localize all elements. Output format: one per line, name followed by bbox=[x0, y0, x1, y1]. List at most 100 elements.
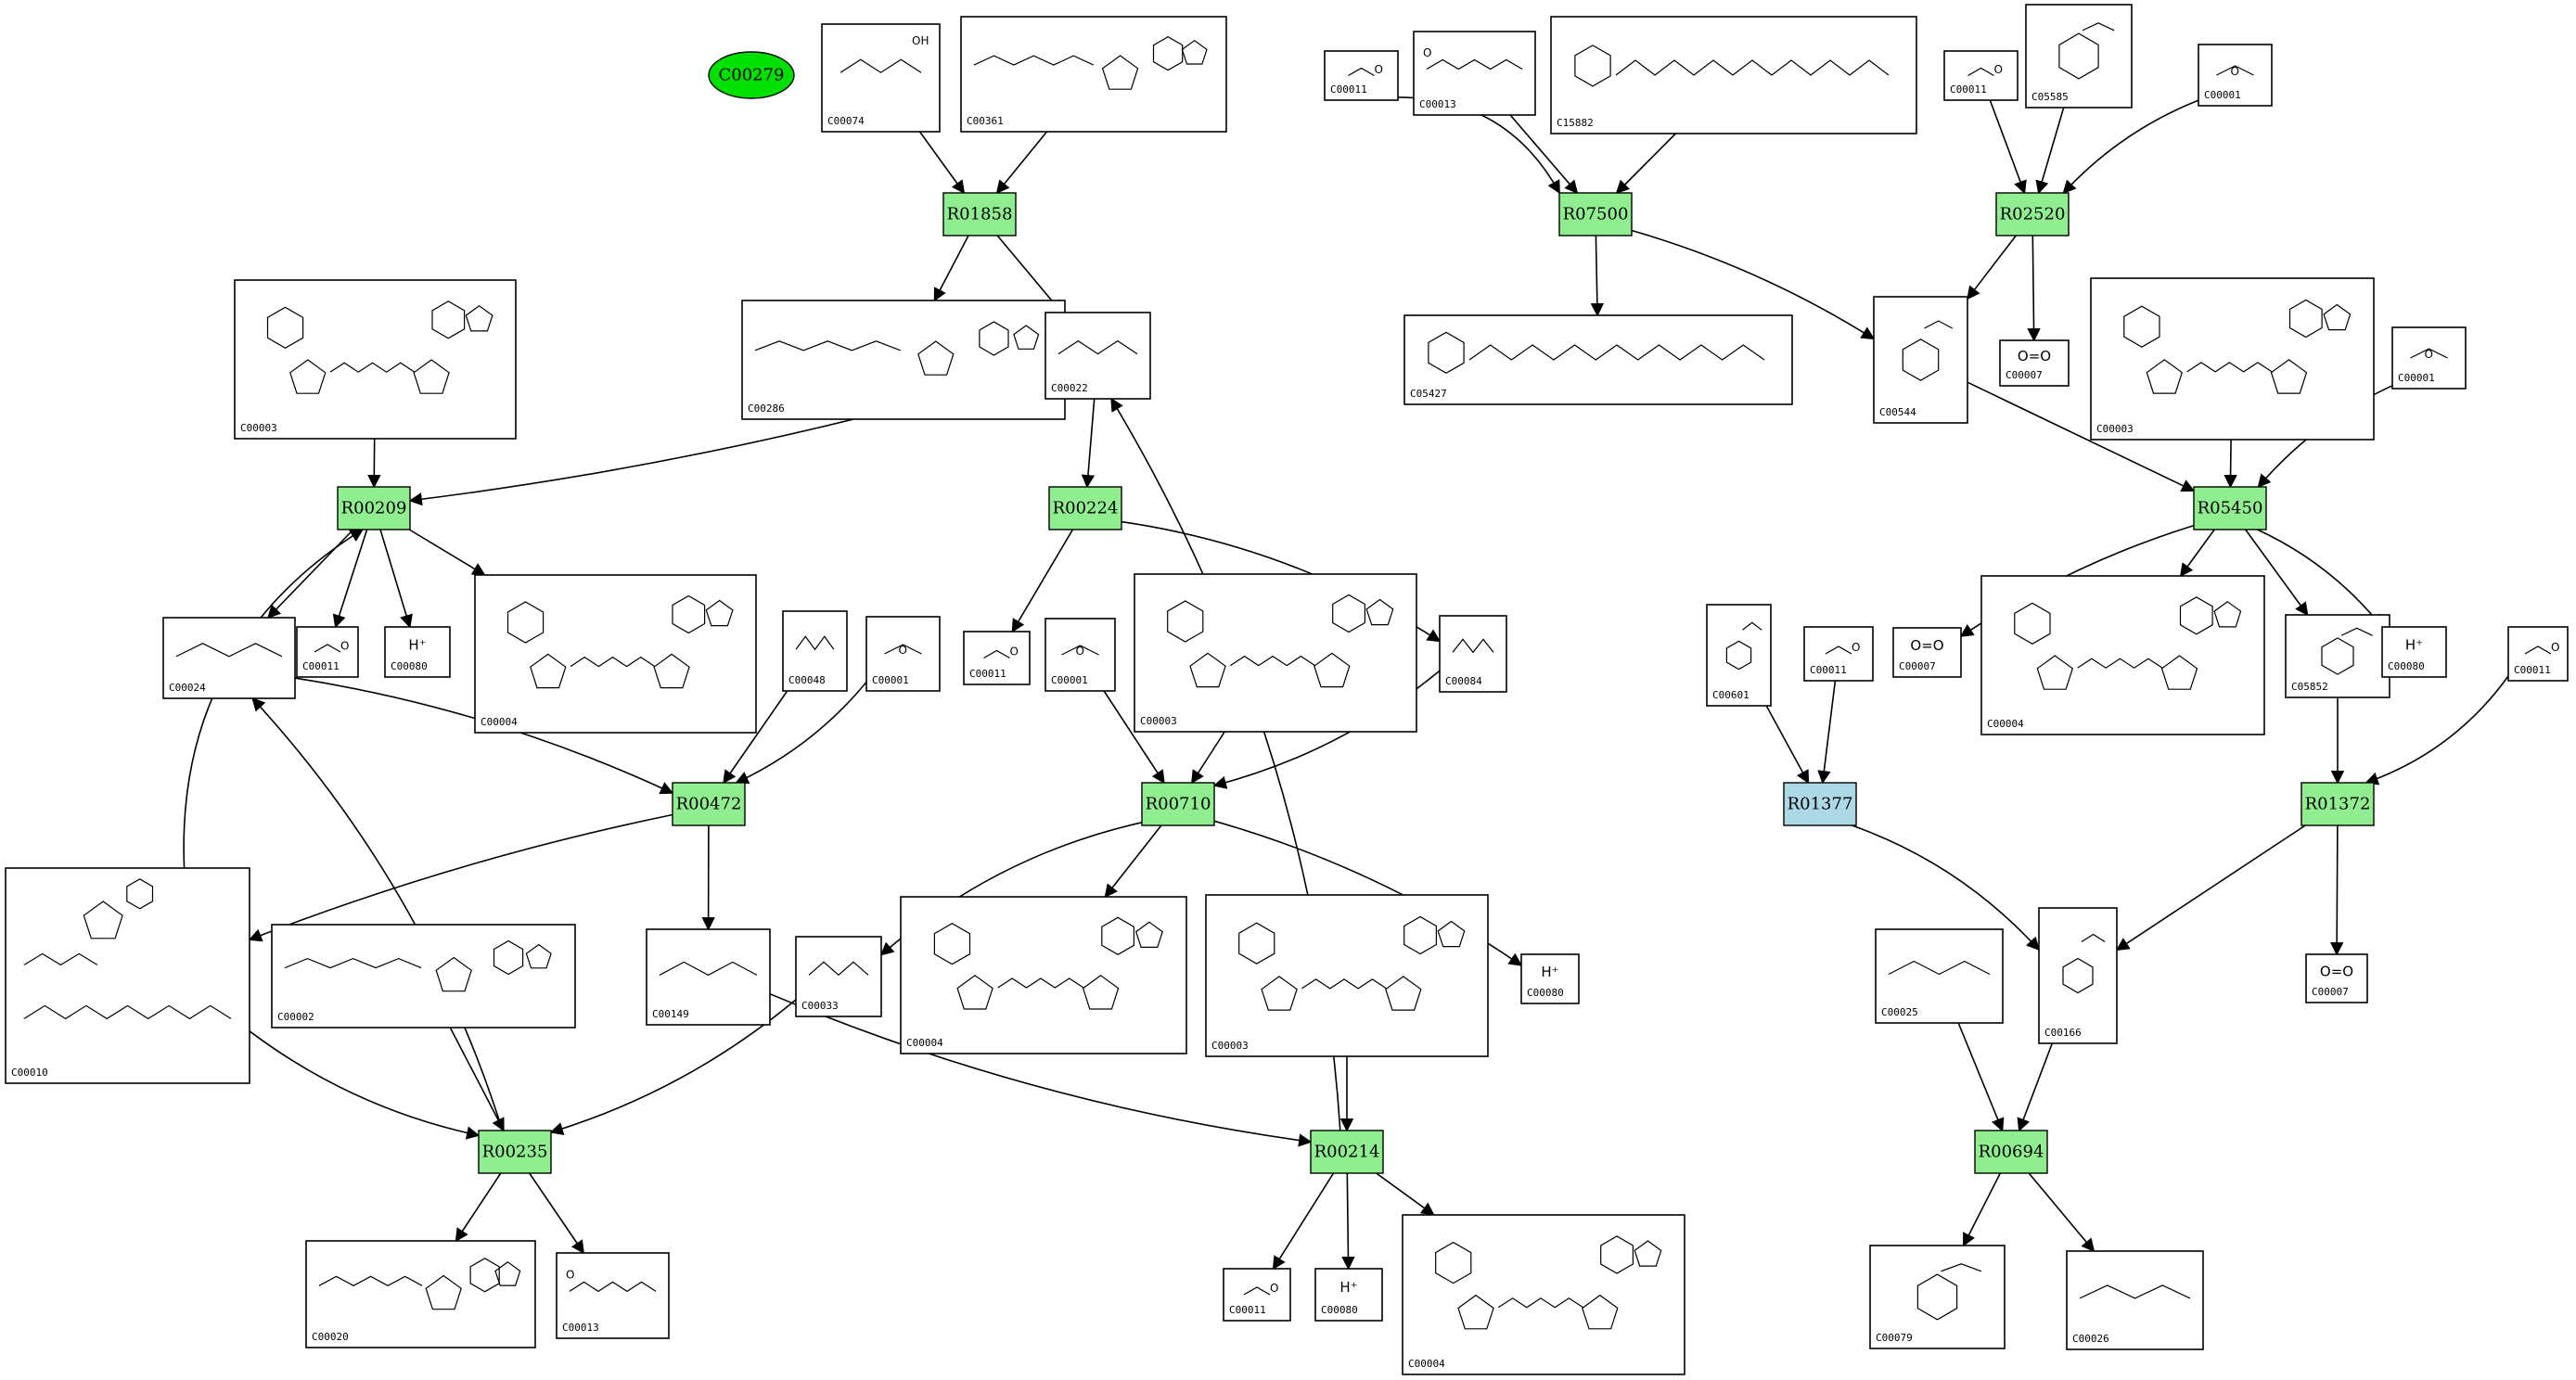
compound-box[interactable] bbox=[2305, 953, 2368, 1003]
reaction-box[interactable] bbox=[2300, 782, 2375, 826]
compound-box[interactable] bbox=[2038, 907, 2118, 1044]
reaction-r00209[interactable]: R00209 bbox=[337, 486, 411, 530]
compound-c00080[interactable]: H⁺C00080 bbox=[1314, 1268, 1383, 1322]
compound-box[interactable] bbox=[384, 626, 451, 678]
compound-c00003[interactable]: C00003 bbox=[234, 279, 517, 440]
compound-box[interactable] bbox=[1402, 1214, 1685, 1375]
compound-box[interactable] bbox=[963, 631, 1031, 685]
compound-box[interactable] bbox=[234, 279, 517, 440]
compound-box[interactable] bbox=[646, 928, 771, 1026]
reaction-box[interactable] bbox=[1141, 782, 1215, 826]
compound-c00022[interactable]: C00022 bbox=[1044, 312, 1151, 400]
reaction-box[interactable] bbox=[1783, 782, 1857, 826]
reaction-r00235[interactable]: R00235 bbox=[478, 1130, 552, 1174]
compound-box[interactable] bbox=[960, 16, 1227, 133]
compound-box[interactable] bbox=[1803, 626, 1874, 682]
reaction-r00710[interactable]: R00710 bbox=[1141, 782, 1215, 826]
compound-c05427[interactable]: C05427 bbox=[1403, 314, 1793, 405]
compound-box[interactable] bbox=[741, 300, 1066, 420]
compound-box[interactable] bbox=[556, 1252, 670, 1339]
compound-box[interactable] bbox=[1403, 314, 1793, 405]
compound-c00025[interactable]: C00025 bbox=[1875, 928, 2004, 1024]
reaction-box[interactable] bbox=[1995, 192, 2070, 236]
compound-box[interactable] bbox=[2198, 44, 2273, 107]
compound-box[interactable] bbox=[865, 616, 941, 692]
compound-box[interactable] bbox=[296, 626, 359, 678]
compound-box[interactable] bbox=[1314, 1268, 1383, 1322]
compound-box[interactable] bbox=[1999, 339, 2070, 387]
compound-box[interactable] bbox=[1980, 575, 2265, 735]
compound-box[interactable] bbox=[1943, 50, 2019, 101]
compound-box[interactable] bbox=[1044, 618, 1116, 692]
compound-c00010[interactable]: C00010 bbox=[5, 867, 250, 1084]
compound-c00079[interactable]: C00079 bbox=[1869, 1245, 2006, 1349]
compound-c00004[interactable]: C00004 bbox=[900, 896, 1187, 1054]
compound-box[interactable] bbox=[162, 617, 296, 699]
compound-box[interactable] bbox=[2507, 626, 2569, 682]
reaction-r07500[interactable]: R07500 bbox=[1558, 192, 1633, 236]
compound-box[interactable] bbox=[821, 23, 941, 133]
reaction-box[interactable] bbox=[337, 486, 411, 530]
compound-c00004[interactable]: C00004 bbox=[474, 574, 757, 734]
compound-box[interactable] bbox=[1892, 627, 1962, 678]
compound-box[interactable] bbox=[2391, 326, 2467, 390]
compound-box[interactable] bbox=[5, 867, 250, 1084]
compound-box[interactable] bbox=[271, 924, 576, 1029]
compound-c00003[interactable]: C00003 bbox=[1205, 894, 1489, 1057]
reaction-box[interactable] bbox=[2193, 486, 2267, 530]
compound-box[interactable] bbox=[795, 936, 882, 1017]
compound-box[interactable] bbox=[900, 896, 1187, 1054]
compound-box[interactable] bbox=[2025, 4, 2133, 109]
compound-box[interactable] bbox=[782, 610, 848, 692]
reaction-box[interactable] bbox=[1558, 192, 1633, 236]
compound-c00166[interactable]: C00166 bbox=[2038, 907, 2118, 1044]
compound-box[interactable] bbox=[2090, 277, 2375, 441]
reaction-r00472[interactable]: R00472 bbox=[672, 782, 746, 826]
compound-c00002[interactable]: C00002 bbox=[271, 924, 576, 1029]
compound-c00084[interactable]: C00084 bbox=[1439, 615, 1507, 693]
compound-c00080[interactable]: H⁺C00080 bbox=[384, 626, 451, 678]
reaction-r01377[interactable]: R01377 bbox=[1783, 782, 1857, 826]
compound-c00601[interactable]: C00601 bbox=[1706, 604, 1772, 707]
compound-c00149[interactable]: C00149 bbox=[646, 928, 771, 1026]
compound-c00004[interactable]: C00004 bbox=[1980, 575, 2265, 735]
compound-c00024[interactable]: C00024 bbox=[162, 617, 296, 699]
compound-c00286[interactable]: C00286 bbox=[741, 300, 1066, 420]
compound-c00361[interactable]: C00361 bbox=[960, 16, 1227, 133]
reaction-box[interactable] bbox=[1974, 1130, 2048, 1174]
compound-box[interactable] bbox=[1413, 31, 1536, 116]
compound-c05852[interactable]: C05852 bbox=[2285, 614, 2390, 698]
compound-box[interactable] bbox=[1875, 928, 2004, 1024]
compound-box[interactable] bbox=[2066, 1250, 2204, 1350]
compound-box[interactable] bbox=[1869, 1245, 2006, 1349]
compound-c05585[interactable]: C05585 bbox=[2025, 4, 2133, 109]
reaction-box[interactable] bbox=[1310, 1130, 1384, 1174]
compound-c00003[interactable]: C00003 bbox=[1134, 573, 1417, 733]
reaction-r00694[interactable]: R00694 bbox=[1974, 1130, 2048, 1174]
compound-c00026[interactable]: C00026 bbox=[2066, 1250, 2204, 1350]
reaction-r02520[interactable]: R02520 bbox=[1995, 192, 2070, 236]
compound-box[interactable] bbox=[1223, 1268, 1291, 1322]
compound-c00033[interactable]: C00033 bbox=[795, 936, 882, 1017]
compound-c00048[interactable]: C00048 bbox=[782, 610, 848, 692]
compound-box[interactable] bbox=[1550, 16, 1917, 134]
reaction-box[interactable] bbox=[672, 782, 746, 826]
reaction-box[interactable] bbox=[942, 192, 1017, 236]
compound-c00020[interactable]: C00020 bbox=[305, 1240, 536, 1348]
compound-c00003[interactable]: C00003 bbox=[2090, 277, 2375, 441]
root-ellipse[interactable] bbox=[708, 51, 795, 99]
